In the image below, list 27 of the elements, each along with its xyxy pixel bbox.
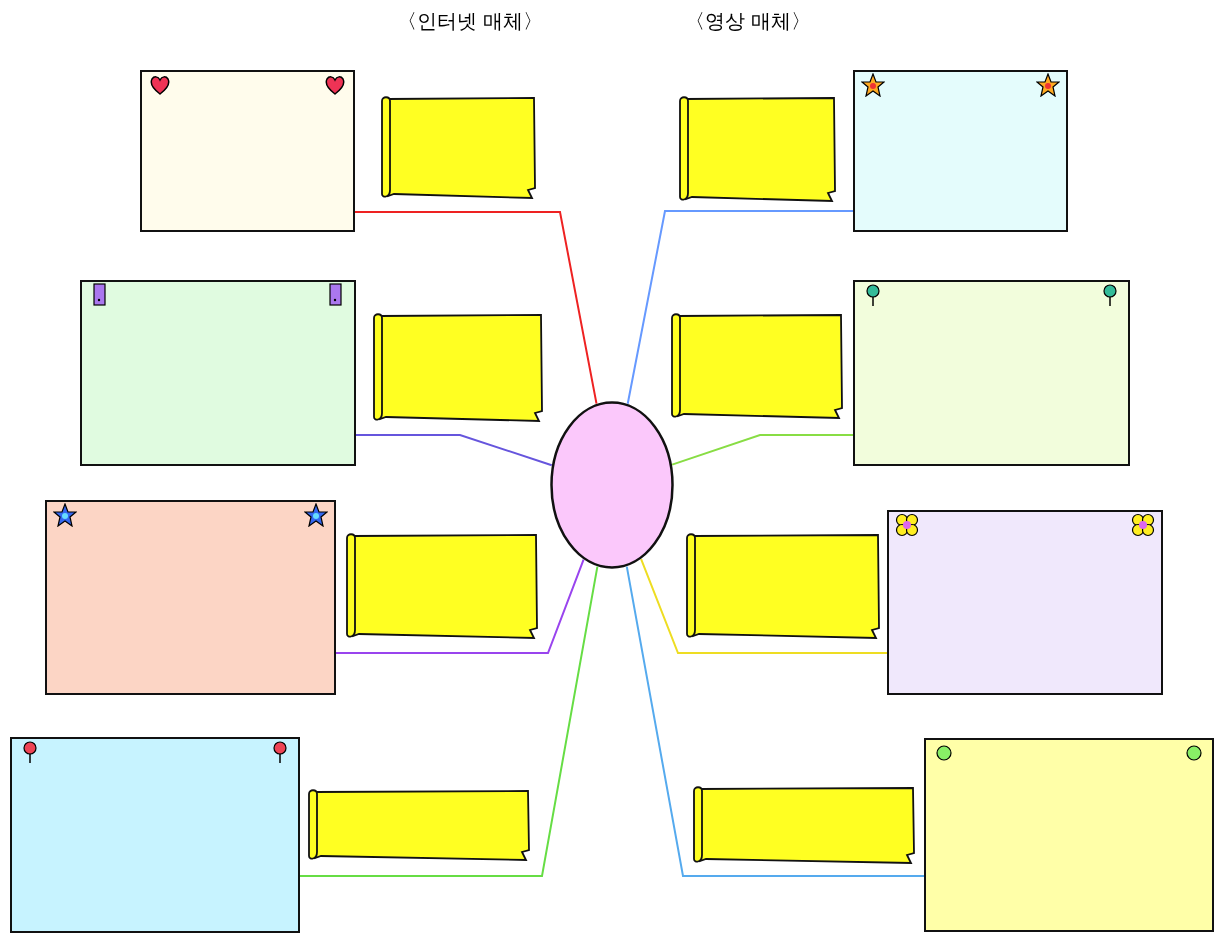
note-card — [140, 70, 355, 232]
connector-line — [625, 565, 925, 877]
connector-line — [354, 211, 598, 405]
connector-line — [299, 565, 599, 877]
connector-line — [335, 558, 585, 654]
note-card — [924, 738, 1214, 932]
scroll-banner — [380, 95, 538, 200]
scroll-banner — [678, 95, 838, 203]
scroll-banner — [692, 785, 917, 865]
oval-shape — [550, 401, 674, 569]
scroll-banner — [372, 312, 545, 423]
note-card — [853, 70, 1068, 232]
section-heading: 〈영상 매체〉 — [684, 8, 812, 35]
note-card — [45, 500, 336, 695]
note-card — [853, 280, 1130, 466]
note-card — [10, 737, 300, 933]
connector-line — [626, 210, 854, 405]
scroll-banner — [345, 532, 540, 640]
connector-line — [640, 558, 888, 654]
scroll-banner — [307, 788, 532, 862]
note-card — [887, 510, 1163, 695]
connector-line — [671, 434, 854, 466]
connector-line — [355, 434, 553, 467]
note-card — [80, 280, 356, 466]
scroll-banner — [670, 312, 845, 420]
section-heading: 〈인터넷 매체〉 — [396, 8, 544, 35]
scroll-banner — [685, 532, 882, 640]
